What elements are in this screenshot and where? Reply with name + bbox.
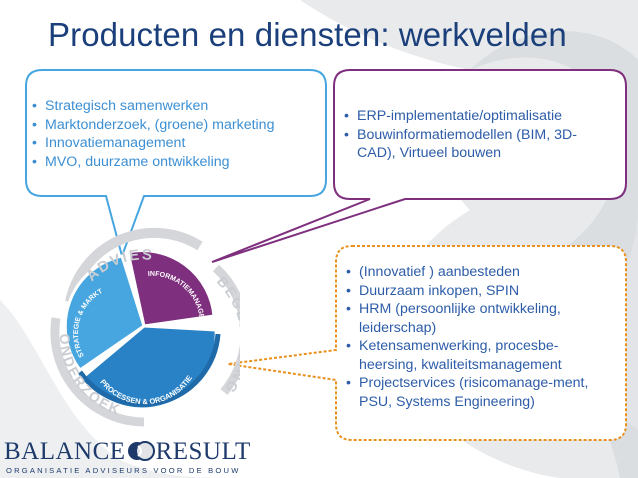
logo-wordmark: BALANCE RESULT (4, 438, 251, 466)
service-wheel: STRATEGIE & MARKT INFORMATIEMANAGEMENT P… (40, 222, 240, 427)
logo-right-text: RESULT (155, 438, 251, 465)
advies-ring (65, 227, 203, 304)
list-item: Innovatiemanagement (32, 134, 322, 153)
purple-callout: ERP-implementatie/optimalisatie Bouwinfo… (344, 107, 609, 163)
list-item: Strategisch samenwerken (32, 97, 322, 116)
list-item: Ketensamenwerking, procesbe-heersing, kw… (346, 337, 616, 374)
list-item: Projectservices (risicomanage-ment, PSU,… (346, 374, 616, 411)
list-item: Bouwinformatiemodellen (BIM, 3D-CAD), Vi… (344, 126, 609, 163)
orange-callout: (Innovatief ) aanbesteden Duurzaam inkop… (346, 263, 616, 411)
logo-left-text: BALANCE (4, 438, 126, 465)
ampersand-logo-icon (127, 441, 155, 461)
information-segment (126, 249, 216, 328)
list-item: HRM (persoonlijke ontwikkeling, leidersc… (346, 300, 616, 337)
balance-result-logo: BALANCE RESULT ORGANISATIE ADVISEURS VOOR… (4, 438, 250, 478)
page-title: Producten en diensten: werkvelden (48, 16, 567, 53)
list-item: (Innovatief ) aanbesteden (346, 263, 616, 282)
onderzoek-ring (50, 317, 145, 427)
list-item: ERP-implementatie/optimalisatie (344, 107, 609, 126)
logo-tagline: ORGANISATIE ADVISEURS VOOR DE BOUW (6, 466, 241, 475)
blue-callout: Strategisch samenwerken Marktonderzoek, … (32, 97, 322, 171)
list-item: Duurzaam inkopen, SPIN (346, 282, 616, 301)
strategy-segment (63, 254, 146, 373)
list-item: MVO, duurzame ontwikkeling (32, 153, 322, 172)
begeleiding-ring (212, 264, 240, 395)
list-item: Marktonderzoek, (groene) marketing (32, 116, 322, 135)
